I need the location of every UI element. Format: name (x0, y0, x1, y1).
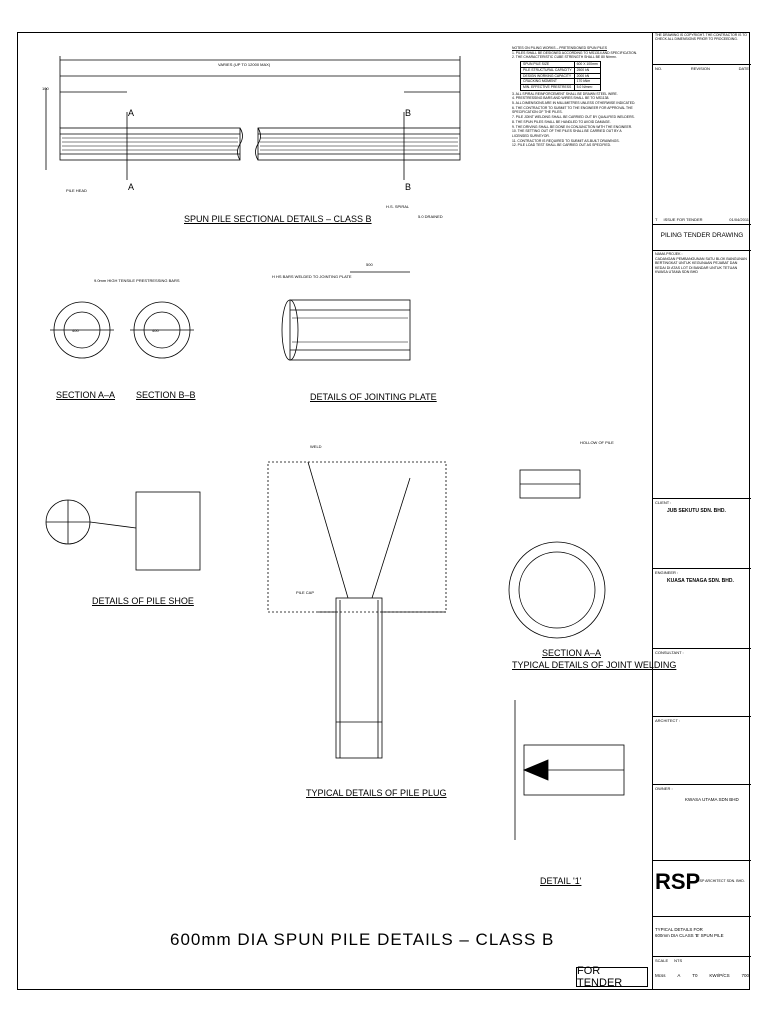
note-item: 3. ALL SPIRAL REINFORCEMENT SHALL BE DRA… (512, 91, 618, 96)
architect-label: ARCHITECT : (655, 718, 681, 723)
view-section-aa-title: SECTION A–A (56, 390, 116, 400)
view-section-bb-title: SECTION B–B (136, 390, 196, 400)
pile-head-label: PILE HEAD (66, 188, 87, 193)
engineer-name: KUASA TENAGA SDN. BHD. (667, 578, 734, 584)
pile-body-left (59, 127, 241, 161)
engineer-label: ENGINEER : (655, 570, 679, 575)
dim-overall: VARIES (UP TO 12000 MAX) (218, 62, 271, 67)
drawing-title-box: TYPICAL DETAILS FOR 600mm DIA CLASS 'B' … (653, 916, 751, 956)
view-detail-1-title: DETAIL '1' (540, 876, 582, 886)
code-cell: 700 (741, 973, 749, 978)
note-item: 9. THE DRIVING SHALL BE DONE IN CONJUNCT… (512, 124, 633, 129)
section-mark-a-lower: A (128, 182, 135, 192)
view-joint-welding-title: TYPICAL DETAILS OF JOINT WELDING (512, 660, 677, 670)
code-cell: A (677, 973, 681, 978)
piling-notes: NOTES ON PILING WORKS – PRETENSIONED SPU… (512, 46, 638, 148)
rev-col-revision: REVISION (690, 66, 710, 71)
owner-box: OWNER : KWASA UTAMA SDN BHD (653, 784, 751, 860)
note-item: 6. THE CONTRACTOR TO SUBMIT TO THE ENGIN… (512, 105, 633, 115)
rev-date: 01/04/2011 (729, 217, 749, 222)
main-drawing-title: 600mm DIA SPUN PILE DETAILS – CLASS B (170, 930, 555, 949)
section-mark-a: A (128, 108, 135, 118)
table-cell: MIN. EFFECTIVE PRESTRESS (520, 83, 575, 91)
weld-label: WELD (310, 444, 322, 449)
hollow-label: HOLLOW OF PILE (580, 440, 614, 445)
code-cell: KWI/P/CS (709, 973, 730, 978)
note-item: 12. PILE LOAD TEST SHALL BE CARRIED OUT … (512, 143, 611, 148)
drained-label: 5.0 DRAINED (418, 214, 443, 219)
code-row: Mcss A T0 KWI/P/CS 700 (655, 973, 749, 978)
scale-label: SCALE (655, 958, 669, 963)
view-pile-plug-title: TYPICAL DETAILS OF PILE PLUG (306, 788, 447, 798)
spiral-label: H.S. SPIRAL (386, 204, 410, 209)
hs-bars-label: H HS BARS WELDED TO JOINTING PLATE (272, 274, 352, 279)
owner-label: OWNER : (655, 786, 673, 791)
scale-value: NTS (674, 958, 683, 963)
firm-box: RSP RSP ARCHITECT SDN. BHD. (653, 860, 751, 916)
note-item: 7. PILE JOINT WELDING SHALL BE CARRIED O… (512, 115, 635, 120)
pile-cap-label: PILE CAP (296, 590, 315, 595)
note-item: 4. PRESTRESSING BARS AND WIRES SHALL BE … (512, 96, 610, 101)
notes-heading: NOTES ON PILING WORKS – PRETENSIONED SPU… (512, 46, 607, 50)
rev-text: ISSUE FOR TENDER (663, 217, 703, 222)
client-label: CLIENT : (655, 500, 672, 505)
title-block: THE DRAWING IS COPYRIGHT. THE CONTRACTOR… (652, 32, 751, 990)
client-box: CLIENT : JUB SEKUTU SDN. BHD. (653, 498, 751, 568)
dim-400-a: 400 (72, 328, 79, 333)
table-cell: 5.0 N/mm² (573, 83, 601, 91)
note-item: 2. THE CHARACTERISTIC CUBE STRENGTH SHAL… (512, 55, 617, 60)
drawing-title-line-1: TYPICAL DETAILS FOR (655, 927, 703, 932)
dim-100: 100 (42, 86, 49, 91)
note-item: 8. THE SPUN PILES SHALL BE HANDLED TO AV… (512, 119, 611, 124)
pile-body-right (257, 127, 461, 161)
table-cell: PILE STRUCTURAL CAPACITY (520, 66, 575, 74)
note-item: 5. ALL DIMENSIONS ARE IN MILLIMETRES UNL… (512, 101, 636, 106)
project-text: CADANGAN PEMBANGUNAN SATU BLOK BANGUNAN … (655, 256, 747, 275)
consultant-label: CONSULTANT : (655, 650, 684, 655)
drawing-type: PILING TENDER DRAWING (653, 224, 751, 250)
consultant-box: CONSULTANT : (653, 648, 751, 716)
dim-400-b: 400 (152, 328, 159, 333)
note-item: 1. PILES SHALL BE DESIGNED ACCORDING TO … (512, 50, 638, 55)
architect-box: ARCHITECT : (653, 716, 751, 784)
revision-header: NO. REVISION DATE (655, 66, 749, 71)
drawing-code-box: SCALE NTS Mcss A T0 KWI/P/CS 700 (653, 956, 751, 990)
revision-table: NO. REVISION DATE T ISSUE FOR TENDER 01/… (653, 64, 751, 224)
prestress-wire-label: 9.0mm HIGH TENSILE PRESTRESSING BARS (94, 278, 180, 283)
firm-logo: RSP (655, 869, 701, 894)
firm-name: RSP ARCHITECT SDN. BHD. (697, 879, 745, 883)
drawing-sheet (17, 32, 750, 990)
section-mark-b: B (405, 108, 412, 118)
dim-500: 500 (366, 262, 373, 267)
view-jointing-plate-title: DETAILS OF JOINTING PLATE (310, 392, 437, 402)
section-mark-b-lower: B (405, 182, 412, 192)
scale-row: SCALE NTS (655, 958, 749, 963)
project-label: NAMA PROJEK : (655, 252, 683, 256)
view-sectional-title: SPUN PILE SECTIONAL DETAILS – CLASS B (184, 214, 372, 224)
owner-name: KWASA UTAMA SDN BHD (685, 797, 739, 802)
table-cell: DESIGN WORKING CAPACITY (520, 72, 575, 80)
table-row: T ISSUE FOR TENDER 01/04/2011 (655, 217, 749, 222)
view-pile-shoe-title: DETAILS OF PILE SHOE (92, 596, 194, 606)
table-cell: 600 X 100mm (573, 61, 601, 68)
code-cell: Mcss (655, 973, 666, 978)
note-item: 10. THE SETTING OUT OF THE PILES SHALL B… (512, 129, 622, 138)
rev-col-no: NO. (655, 66, 663, 71)
drawing-title-line-2: 600mm DIA CLASS 'B' SPUN PILE (655, 933, 724, 938)
rev-no: T (655, 217, 658, 222)
code-cell: T0 (692, 973, 698, 978)
project-box: NAMA PROJEK : CADANGAN PEMBANGUNAN SATU … (653, 250, 751, 498)
client-name: JUB SEKUTU SDN. BHD. (667, 508, 726, 514)
disclaimer: THE DRAWING IS COPYRIGHT. THE CONTRACTOR… (655, 33, 747, 41)
engineer-box: ENGINEER : KUASA TENAGA SDN. BHD. (653, 568, 751, 648)
rev-col-date: DATE (738, 66, 749, 71)
note-item: 11. CONTRACTOR IS REQUIRED TO SUBMIT AS-… (512, 138, 620, 143)
view-welding-section-title: SECTION A–A (542, 648, 602, 658)
for-tender-stamp: FOR TENDER (576, 965, 648, 989)
